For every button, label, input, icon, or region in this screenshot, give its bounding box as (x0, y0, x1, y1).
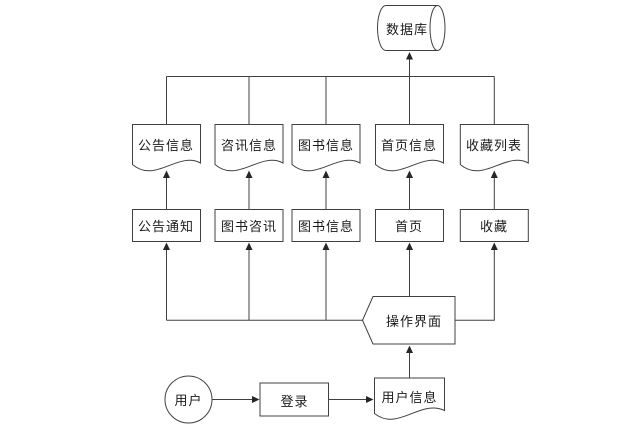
arrowheads (163, 52, 498, 403)
module-rect-book-consult (214, 209, 284, 242)
connectors (166, 59, 495, 400)
interface-shape (361, 296, 456, 345)
arrowhead (406, 242, 413, 250)
arrowhead (245, 170, 253, 178)
module-rect-book-info (291, 209, 361, 242)
document-shape-consult-info (214, 124, 284, 172)
module-rect-favorite (459, 209, 529, 242)
login-rect (259, 382, 329, 417)
shapes (132, 5, 529, 424)
arrowhead (163, 170, 170, 178)
document-shape-home-info (375, 124, 444, 172)
arrowhead-to-database (406, 52, 413, 60)
document-shape-favorite-list (459, 124, 529, 172)
connector-right-link (455, 250, 495, 321)
document-shape-announcement-info (132, 124, 201, 172)
arrowhead (490, 242, 498, 250)
arrowhead (322, 170, 330, 178)
module-rect-announcement (132, 209, 201, 242)
arrowhead (322, 242, 330, 250)
arrowhead (245, 242, 253, 250)
module-rect-home (375, 209, 444, 242)
document-shape-book-info (291, 124, 361, 172)
database-cylinder-shape (377, 5, 438, 51)
document-shape-user-info (374, 377, 445, 420)
arrowhead-to-login (252, 396, 260, 403)
arrowhead (163, 242, 170, 250)
arrowhead (490, 170, 498, 178)
arrowhead-to-user-info (366, 396, 374, 403)
user-circle (164, 375, 213, 424)
arrowhead (406, 170, 413, 178)
database-cylinder-cap (429, 5, 446, 51)
arrowhead-to-interface (406, 345, 413, 353)
